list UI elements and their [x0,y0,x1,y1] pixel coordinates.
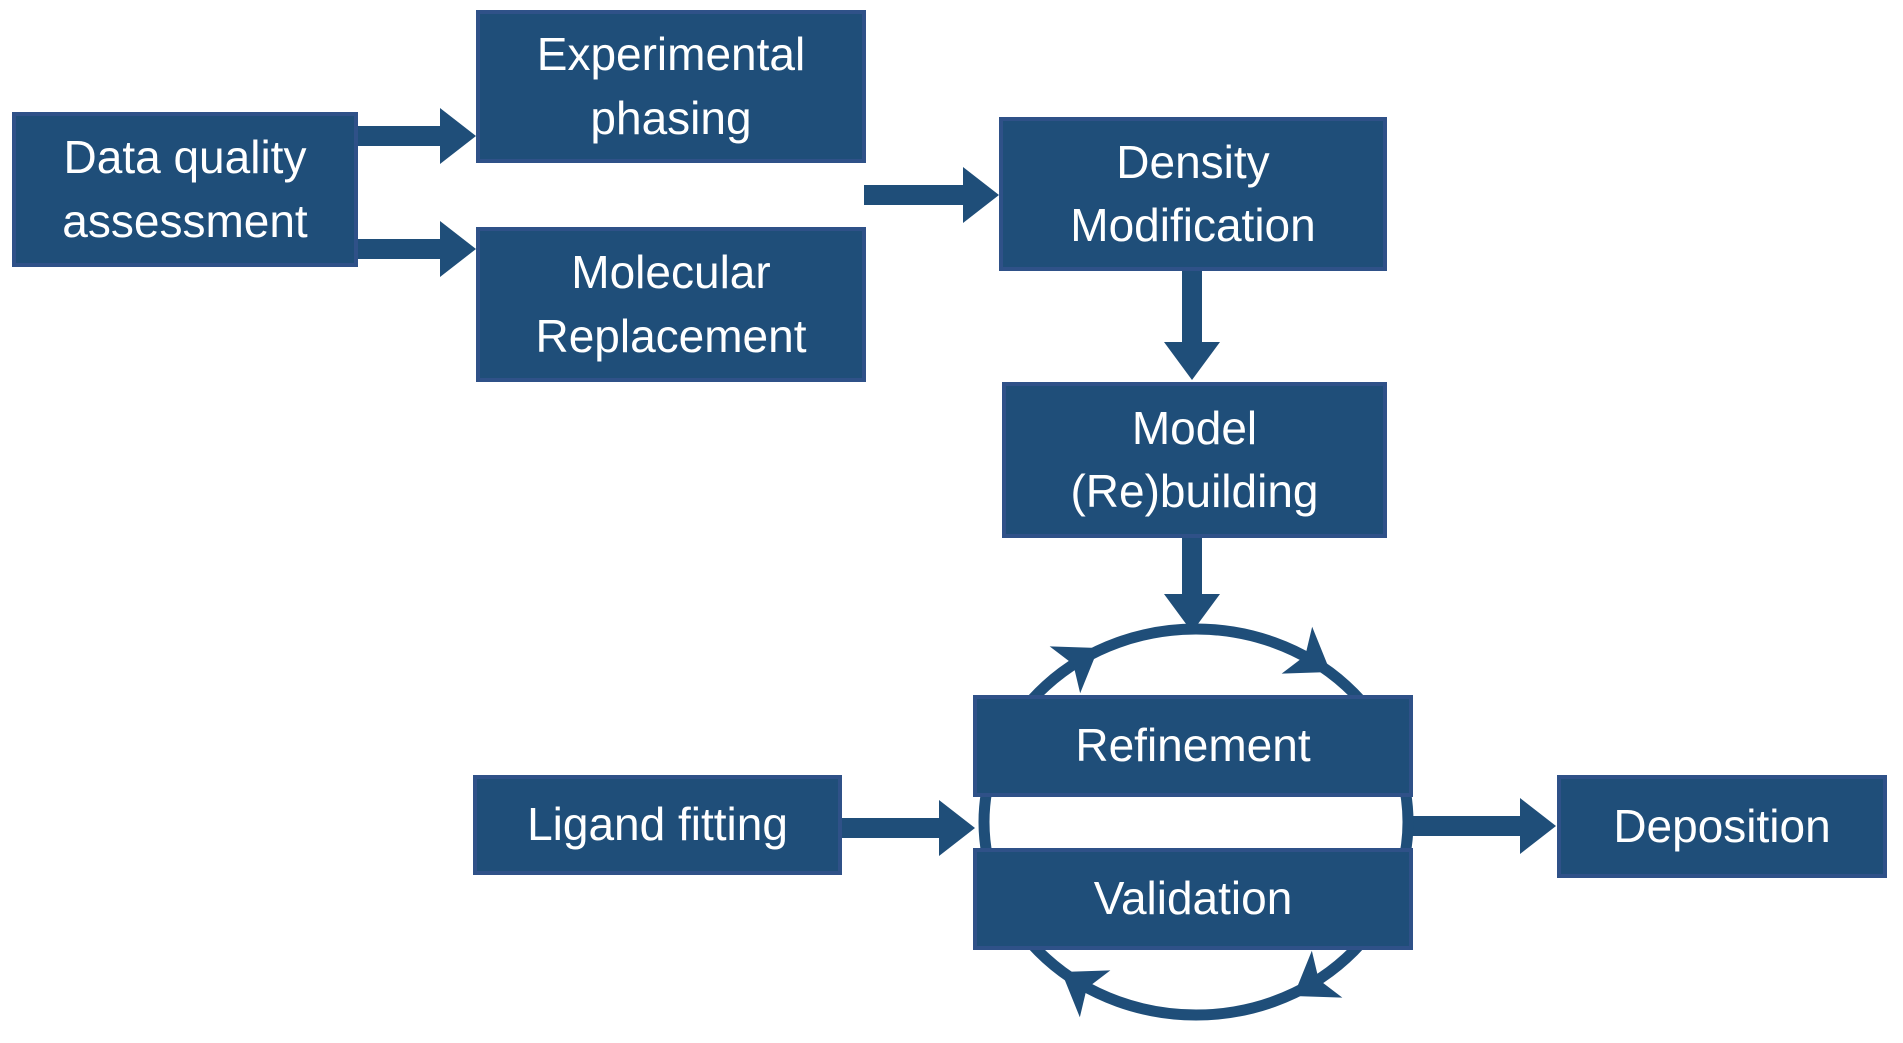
node-molecular-replacement: Molecular Replacement [476,227,866,382]
cycle-arrowhead-bottom-right [1293,950,1343,998]
node-experimental-phasing: Experimental phasing [476,10,866,163]
arrow-ligand-to-cycle [840,800,975,856]
node-data-quality-assessment: Data quality assessment [12,112,358,267]
arrow-data-to-molecular [356,221,476,277]
arrow-data-to-experimental [356,108,476,164]
arrow-cycle-to-deposition [1410,798,1556,854]
node-refinement: Refinement [973,695,1413,797]
node-validation: Validation [973,848,1413,950]
arrow-density-to-model [1164,270,1220,380]
arrow-model-to-cycle [1164,537,1220,632]
node-ligand-fitting: Ligand fitting [473,775,842,875]
node-density-modification: Density Modification [999,117,1387,271]
arrow-phasing-to-density [864,167,999,223]
node-model-rebuilding: Model (Re)building [1002,382,1387,538]
node-deposition: Deposition [1557,775,1887,878]
cycle-arrowhead-top-right [1281,626,1331,674]
cycle-arrowhead-top-left [1049,646,1099,694]
cycle-arrowhead-bottom-left [1061,970,1111,1018]
cycle-circle [978,623,1414,1021]
